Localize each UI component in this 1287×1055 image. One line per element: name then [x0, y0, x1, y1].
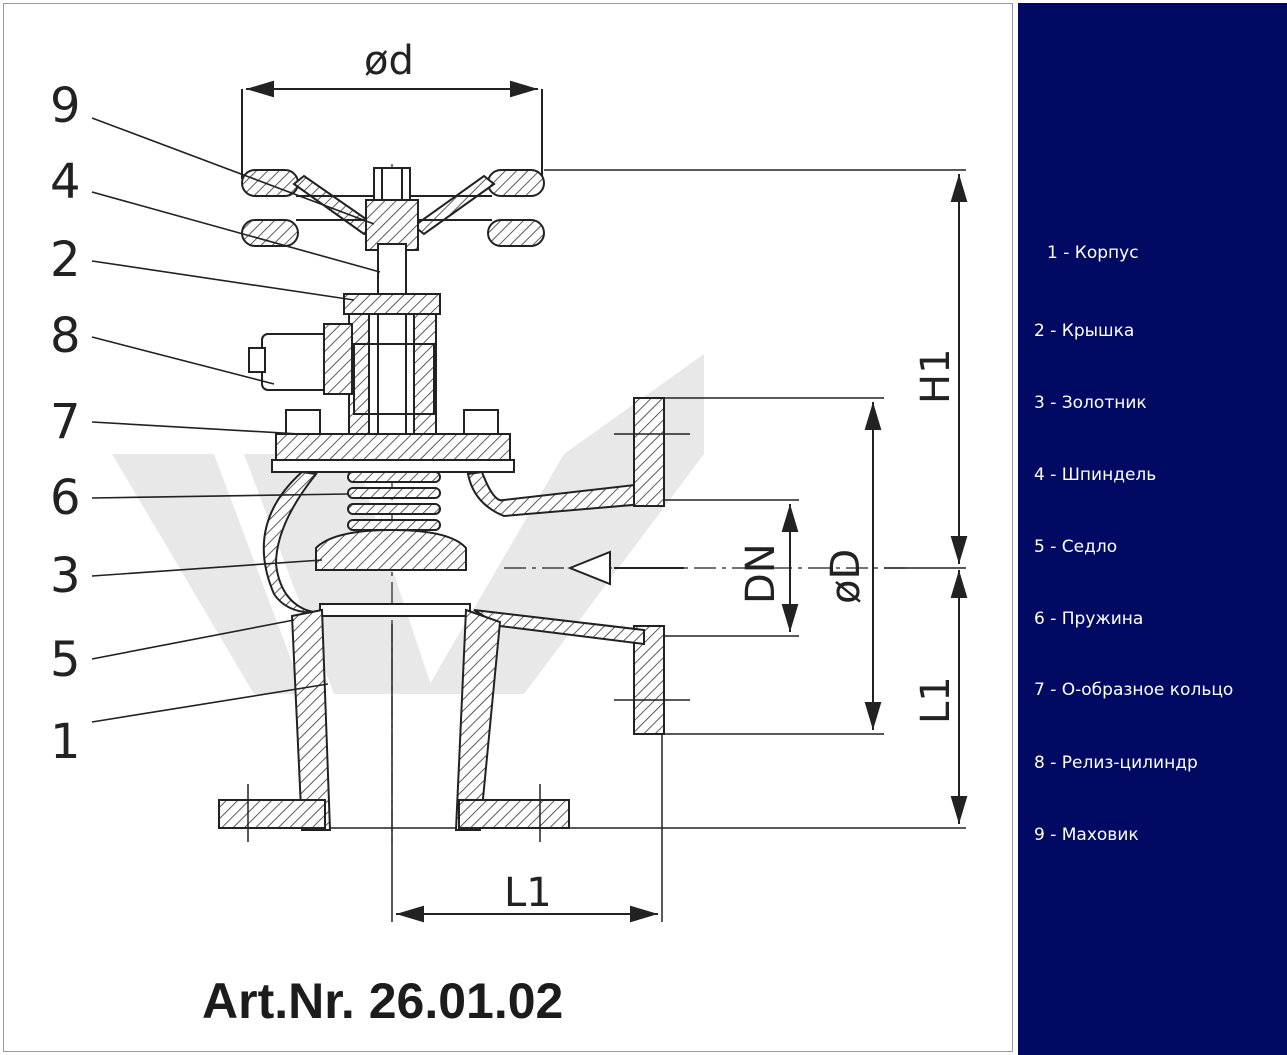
- label-nominal-diameter: DN: [738, 543, 784, 604]
- callout-7: 7: [50, 394, 81, 450]
- callout-1: 1: [50, 714, 81, 770]
- valve-body: [218, 397, 690, 842]
- legend-item-handwheel: 9 - Маховик: [1034, 825, 1139, 845]
- callout-4: 4: [50, 154, 81, 210]
- callout-6: 6: [50, 470, 81, 526]
- callout-9: 9: [50, 78, 81, 134]
- label-handwheel-diameter: ød: [364, 38, 414, 84]
- article-number: Art.Nr. 26.01.02: [202, 973, 564, 1029]
- legend-item-disc: 3 - Золотник: [1034, 393, 1147, 413]
- flow-direction-arrow: [567, 550, 611, 586]
- spindle-and-bonnet: [248, 243, 515, 473]
- valve-technical-drawing: 9 4 2 8 7 6 3 5 1 ød H1 L1 DN øD L1: [50, 38, 968, 923]
- label-flange-diameter: øD: [823, 549, 869, 604]
- callout-2: 2: [50, 232, 81, 288]
- legend-item-o-ring: 7 - О-образное кольцо: [1034, 680, 1234, 700]
- leader-lines: [91, 117, 381, 723]
- label-length-horizontal: L1: [504, 870, 552, 916]
- callout-numbers: 9 4 2 8 7 6 3 5 1: [50, 78, 81, 770]
- label-height: H1: [913, 348, 959, 404]
- callout-8: 8: [50, 308, 81, 364]
- legend-item-spring: 6 - Пружина: [1034, 609, 1144, 629]
- label-length-vertical: L1: [913, 676, 959, 724]
- callout-3: 3: [50, 548, 81, 604]
- legend-panel: 1 - Корпус 2 - Крышка 3 - Золотник 4 - Ш…: [1018, 3, 1287, 1055]
- spring: [315, 471, 467, 571]
- callout-5: 5: [50, 632, 81, 688]
- legend-item-cover: 2 - Крышка: [1034, 321, 1135, 341]
- legend-item-spindle: 4 - Шпиндель: [1034, 465, 1157, 485]
- legend-item-body: 1 - Корпус: [1047, 243, 1139, 263]
- legend-item-release-cylinder: 8 - Релиз-цилиндр: [1034, 753, 1198, 773]
- handwheel: [241, 167, 545, 251]
- drawing-frame: 9 4 2 8 7 6 3 5 1 ød H1 L1 DN øD L1 Art.…: [3, 3, 1013, 1052]
- legend-item-seat: 5 - Седло: [1034, 537, 1118, 557]
